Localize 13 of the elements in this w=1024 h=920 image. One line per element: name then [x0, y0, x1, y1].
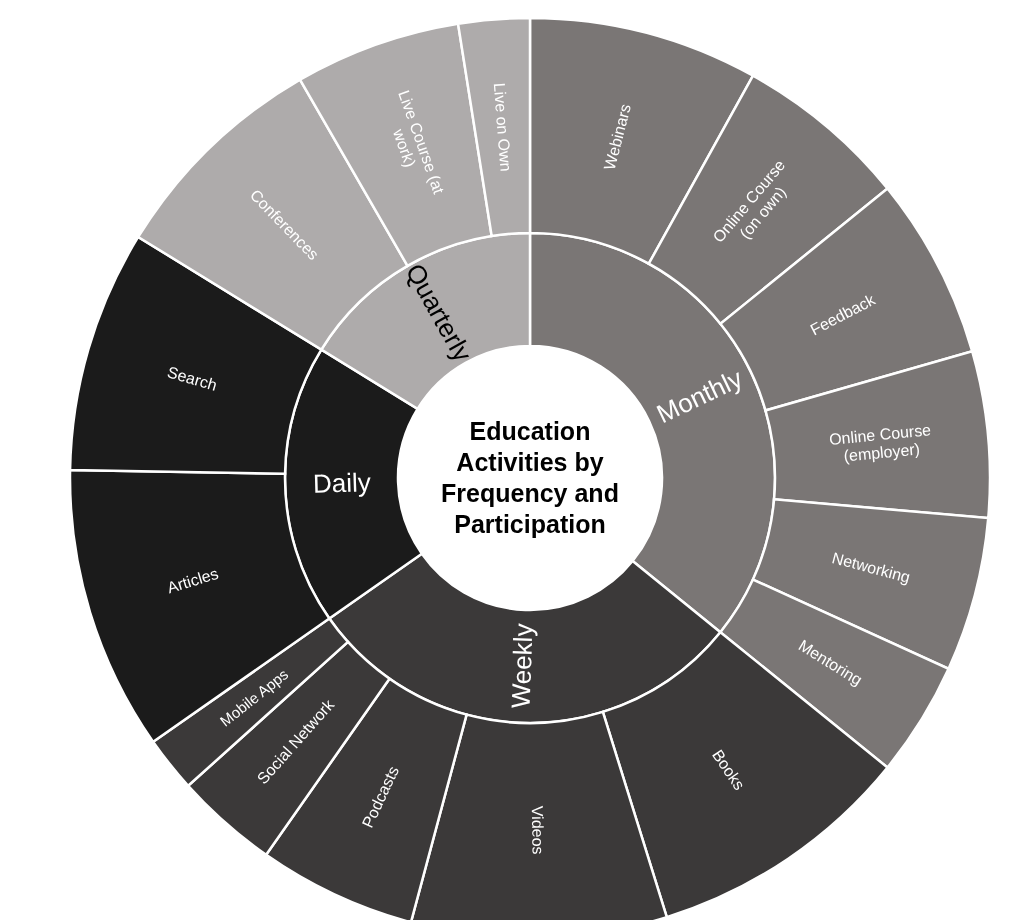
segment-label: Live on Own	[490, 80, 516, 174]
chart-title: Education Activities by Frequency and Participation	[440, 415, 620, 541]
activity-segment	[456, 16, 532, 238]
segment-label: Daily	[311, 466, 372, 501]
activity-segment	[601, 630, 889, 919]
segment-label: Articles	[164, 563, 222, 599]
segment-label: Videos	[527, 805, 548, 858]
segment-label: Search	[164, 362, 220, 396]
segment-label: Live Course (at work)	[388, 87, 449, 199]
activity-segment	[764, 349, 992, 520]
segment-label: Weekly	[506, 622, 540, 712]
segment-label: Online Course (employer)	[827, 419, 933, 467]
frequency-segment	[320, 231, 532, 411]
